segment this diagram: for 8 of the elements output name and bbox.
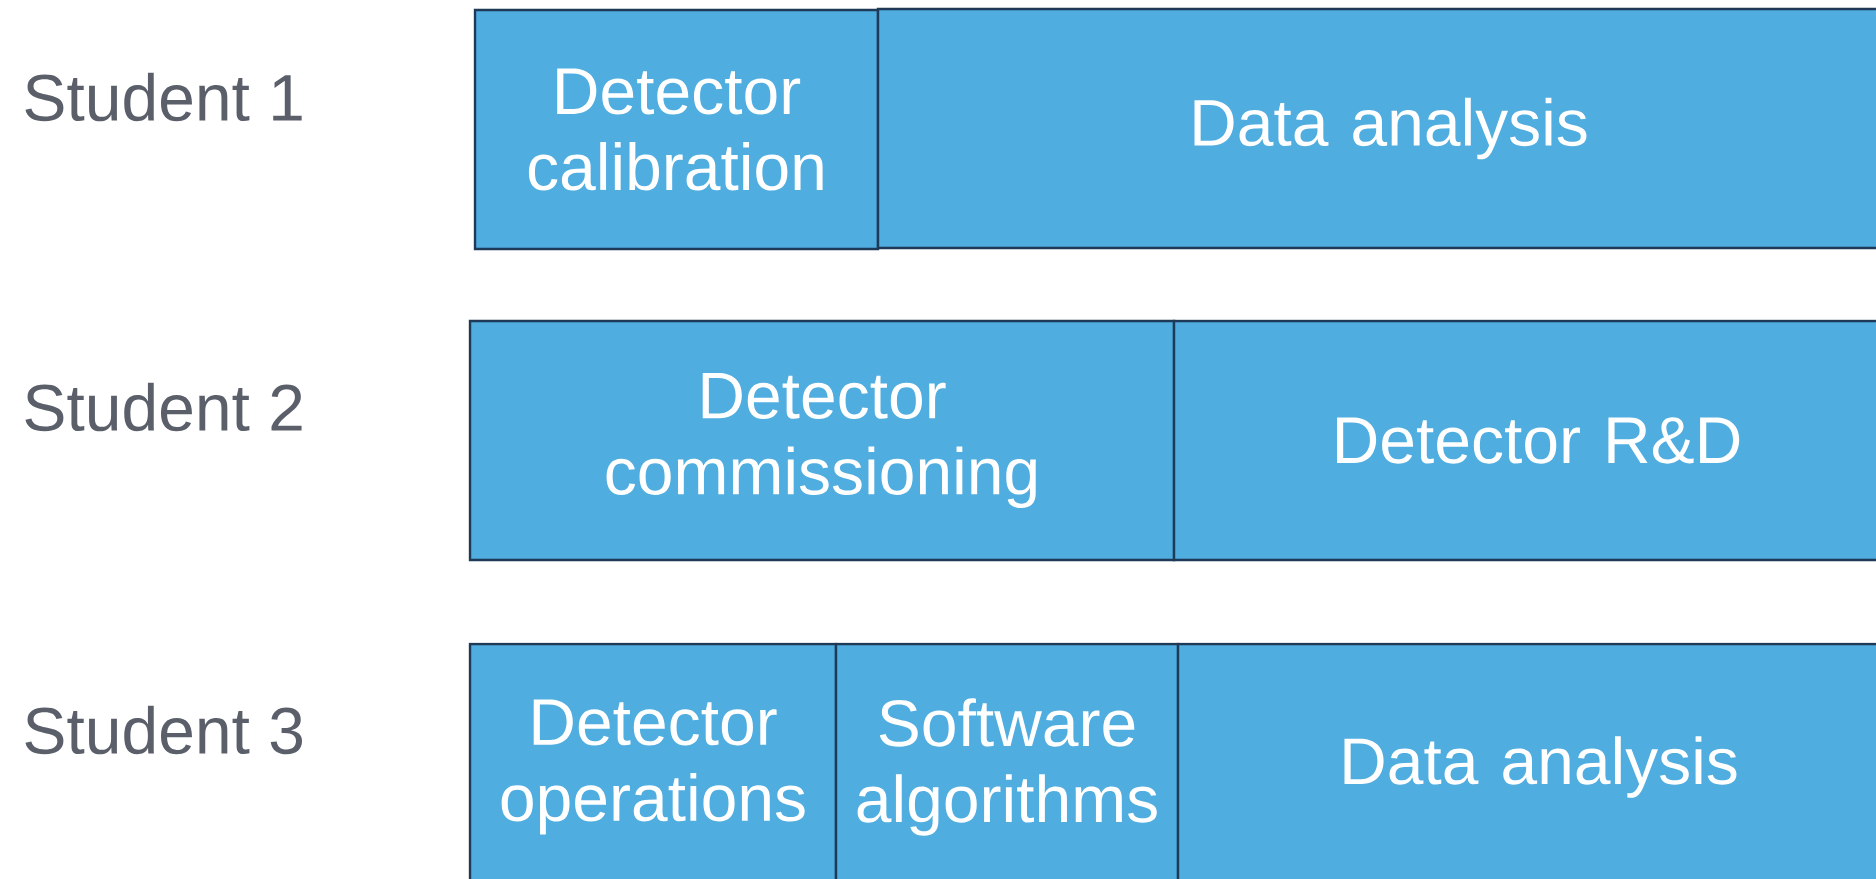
row-label: Student 3 <box>25 705 302 755</box>
row-label: Student 2 <box>25 382 302 432</box>
task-box: Detector calibration <box>473 8 880 251</box>
task-box: Detector operations <box>468 642 838 879</box>
task-box: Detector R&D <box>1172 319 1876 562</box>
task-box: Detector commissioning <box>468 319 1176 562</box>
task-box: Software algorithms <box>834 642 1180 879</box>
row-label: Student 1 <box>25 72 302 122</box>
